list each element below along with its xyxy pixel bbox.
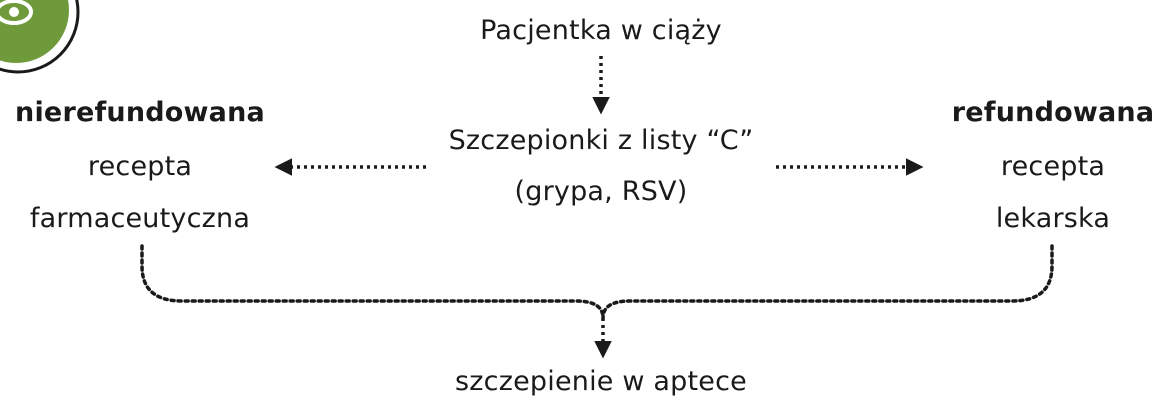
left-line2: farmaceutyczna [29,203,251,234]
right-line1: recepta [1000,151,1106,182]
left-line1: recepta [87,151,193,182]
right-title: refundowana [951,97,1155,128]
node-vaccines-list-line2: (grypa, RSV) [514,176,688,207]
connector-brace-to-bottom [140,244,1054,320]
node-vaccines-list-line1: Szczepionki z listy “C” [448,125,754,156]
node-pregnant-patient: Pacjentka w ciąży [480,15,722,46]
eye-icon [0,0,80,74]
node-vaccination-in-pharmacy: szczepienie w aptece [455,366,747,397]
right-line2: lekarska [995,203,1111,234]
left-title: nierefundowana [15,97,265,128]
